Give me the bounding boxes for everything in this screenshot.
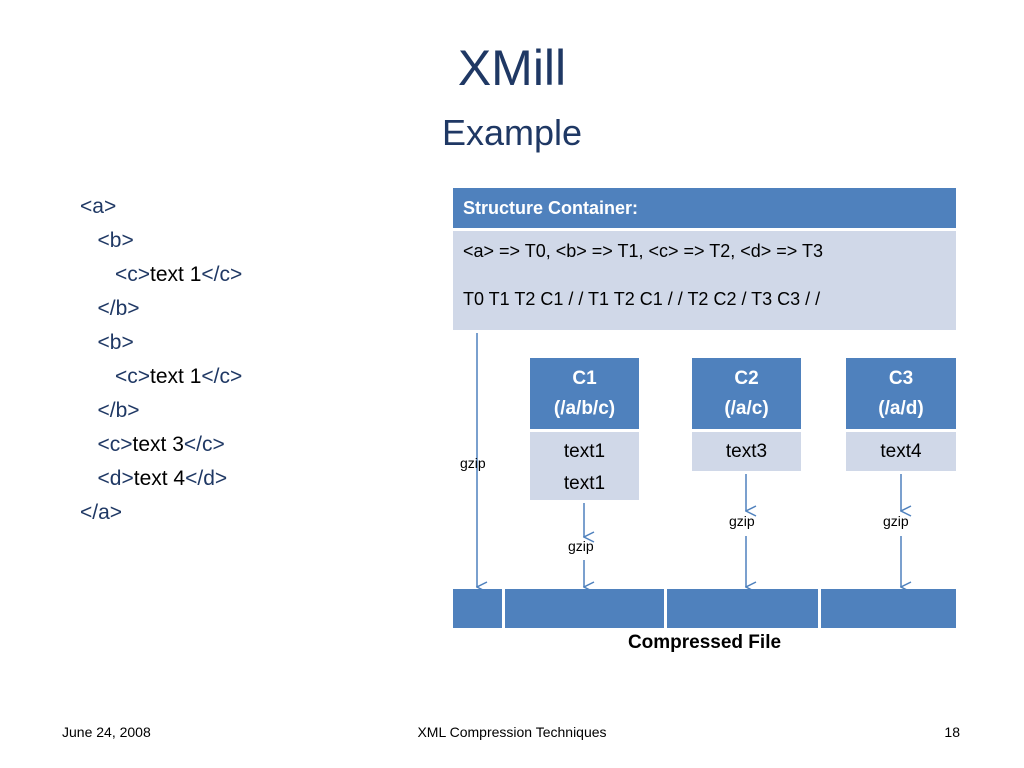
footer-title: XML Compression Techniques: [417, 724, 607, 740]
gzip-label-c2: gzip: [729, 513, 755, 529]
compressed-file-label: Compressed File: [627, 632, 782, 653]
structure-sequence: T0 T1 T2 C1 / / T1 T2 C1 / / T2 C2 / T3 …: [463, 289, 821, 309]
compressed-segment-c1: [505, 589, 664, 628]
xml-line: <a>: [80, 195, 117, 218]
container-c1-body: text1 text1: [530, 432, 639, 500]
container-path: (/a/d): [878, 398, 924, 419]
structure-container-header: Structure Container:: [453, 188, 956, 228]
container-c2-body: text3: [692, 432, 801, 471]
xml-line: <b>: [97, 331, 134, 354]
container-name: C2: [734, 368, 759, 389]
container-c2-header: C2 (/a/c): [692, 358, 801, 429]
xml-line: <c>text 1</c>: [115, 365, 243, 388]
container-name: C1: [572, 368, 597, 389]
xml-line: </b>: [97, 399, 140, 422]
xml-line: </a>: [80, 501, 123, 524]
gzip-label-c3: gzip: [883, 513, 909, 529]
container-c3-body: text4: [846, 432, 956, 471]
container-c1-header: C1 (/a/b/c): [530, 358, 639, 429]
gzip-label-structure: gzip: [460, 455, 486, 471]
slide-title: XMill: [457, 40, 567, 96]
xml-line: <b>: [97, 229, 134, 252]
compressed-segment-structure: [453, 589, 502, 628]
compressed-segment-c3: [821, 589, 956, 628]
xml-document: <a> <b> <c>text 1</c> </b> <b> <c>text 1…: [80, 190, 242, 530]
structure-mapping: <a> => T0, <b> => T1, <c> => T2, <d> => …: [463, 241, 823, 261]
compressed-segment-c2: [667, 589, 818, 628]
xml-line: <d>text 4</d>: [97, 467, 228, 490]
container-path: (/a/b/c): [553, 398, 616, 419]
xml-line: <c>text 1</c>: [115, 263, 243, 286]
footer-date: June 24, 2008: [62, 724, 151, 740]
container-value: text1: [563, 441, 606, 462]
container-value: text3: [725, 441, 768, 462]
container-value: text1: [563, 473, 606, 494]
footer-page-number: 18: [944, 724, 960, 740]
container-path: (/a/c): [724, 398, 769, 419]
xml-line: </b>: [97, 297, 140, 320]
container-value: text4: [880, 441, 922, 462]
container-name: C3: [888, 368, 914, 389]
container-c3-header: C3 (/a/d): [846, 358, 956, 429]
structure-container-body: <a> => T0, <b> => T1, <c> => T2, <d> => …: [453, 231, 956, 330]
slide-subtitle: Example: [441, 112, 583, 153]
xml-line: <c>text 3</c>: [97, 433, 225, 456]
gzip-label-c1: gzip: [568, 538, 594, 554]
